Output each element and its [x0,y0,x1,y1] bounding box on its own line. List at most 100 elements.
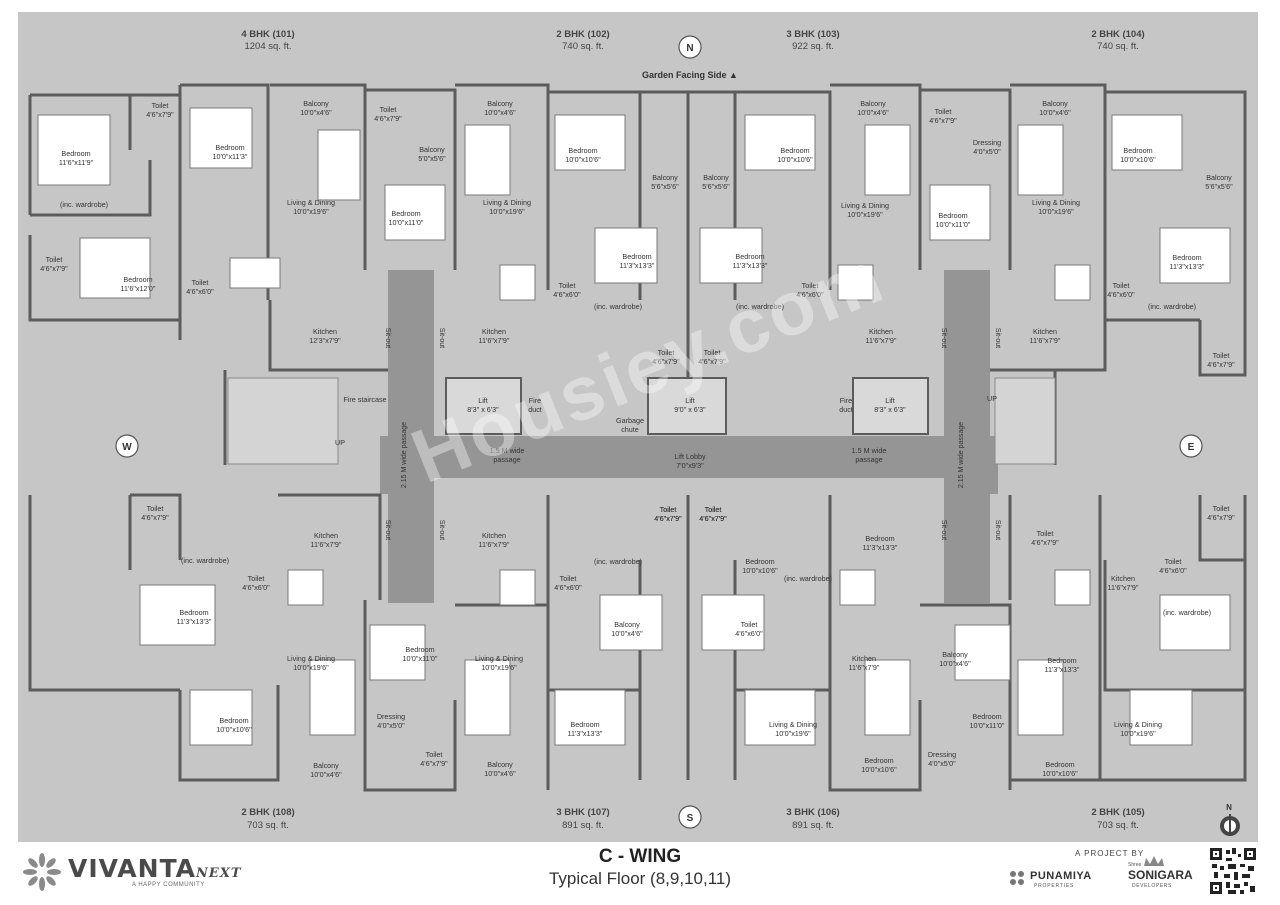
room-label-t50-line: 11'3"x13'3" [1170,262,1205,271]
room-label-t25-line: Toilet [704,348,721,357]
plan-title-block: C - WING Typical Floor (8,9,10,11) [480,846,800,889]
room-label-t84-line: Dressing [928,750,956,759]
room-label-t12-line: Toilet [192,278,209,287]
room-label-t83-line: Bedroom [972,712,1001,721]
compass-north-line: N [686,43,693,54]
room-label-t87-line: Kitchen [1111,574,1135,583]
room-label-t59-line: Toilet [248,574,265,583]
room-label-t22-line: (inc. wardrobe) [594,302,642,311]
room-label-t54-line: Toilet [1213,351,1230,360]
room-label-t39-line: 4'0"x5'0" [973,147,1001,156]
room-label-t56-line: Toilet [147,504,164,513]
room-label-t87-line: 11'6"x7'9" [1108,583,1139,592]
room-label-t62-line: Bedroom [219,716,248,725]
room-label-t5-line: Bedroom [61,149,90,158]
room-label-t17-line: 10'0"x10'6" [565,155,601,164]
room-label-t76: (inc. wardrobe) [784,574,832,583]
room-label-t88-line: 4'6"x6'0" [1159,566,1187,575]
room-label-t37-line: Balcony [860,99,886,108]
unit-name-top-line: 3 BHK (103) [786,29,839,40]
room-label-t16-line: 10'0"x4'6" [484,108,516,117]
room-label-t29-line: Lift [685,396,695,405]
room-label-t36-line: (inc. wardrobe) [736,302,784,311]
room-label-t84-line: 4'0"x5'0" [928,759,956,768]
room-label-t43-line: Kitchen [869,327,893,336]
unit-name-top: 2 BHK (102) [556,29,609,40]
room-label-t29-line: 9'0" x 6'3" [674,405,706,414]
room-label-t31-line: 1.5 M wide [490,446,525,455]
unit-name-top-line: 2 BHK (102) [556,29,609,40]
vertical-label-v8-line: Sit-out [994,520,1001,540]
brand-name: VIVANTANEXT [68,854,242,883]
room-label-t70-line: Balcony [614,620,640,629]
room-label-t14: Fire staircase [343,395,386,404]
room-label-t47-line: Bedroom [1123,146,1152,155]
room-label-t15: UP [335,438,345,447]
room-label-t33-line: Balcony [703,173,729,182]
room-label-t65-line: Dressing [377,712,405,721]
qr-code[interactable] [1208,846,1258,896]
room-label-t91-line: 10'0"x19'6" [1120,729,1156,738]
developer-logo-punamiya: PUNAMIYA PROPERTIES [1008,866,1098,892]
vertical-label-v1: Sit-out [384,328,391,348]
footer [0,843,1280,905]
garden-facing-label: Garden Facing Side ▲ [642,70,738,80]
compass-south-line: S [687,813,694,824]
room-label-t33-line: 5'6"x5'6" [702,182,730,191]
room-label-t31-line: passage [493,455,520,464]
room-label-t22: (inc. wardrobe) [594,302,642,311]
room-label-t27-line: duct [528,405,542,414]
room-label-t49-line: Living & Dining [1032,198,1080,207]
room-label-t95-line: 4'6"x7'9" [699,514,727,523]
unit-name-bottom: 2 BHK (108) [241,807,294,818]
north-arrow-letter: N [1226,803,1232,812]
room-label-t9: (inc. wardrobe) [60,200,108,209]
room-label-t1-line: 4'6"x7'9" [146,110,174,119]
room-label-t9-line: (inc. wardrobe) [60,200,108,209]
room-label-t45-line: Fire [840,396,852,405]
room-label-t75-line: Bedroom [745,557,774,566]
room-label-t44-line: 8'3" x 6'3" [874,405,906,414]
room-label-t63-line: Balcony [313,761,339,770]
unit-name-top: 2 BHK (104) [1091,29,1144,40]
room-label-t46-line: Balcony [1042,99,1068,108]
room-label-t16-line: Balcony [487,99,513,108]
room-label-t18-line: Balcony [652,173,678,182]
room-label-t68-line: Toilet [560,574,577,583]
room-label-t62-line: 10'0"x10'6" [216,725,252,734]
room-label-t21-line: Toilet [559,281,576,290]
room-label-t94-line: Toilet [660,505,677,514]
room-label-t78-line: Bedroom [865,534,894,543]
room-label-t94-line: 4'6"x7'9" [654,514,682,523]
room-label-t52-line: (inc. wardrobe) [1148,302,1196,311]
north-arrow-icon [1220,814,1240,836]
room-label-t59-line: 4'6"x6'0" [242,583,270,592]
room-label-t73-line: (inc. wardrobe) [594,557,642,566]
unit-name-bottom: 3 BHK (106) [786,807,839,818]
unit-name-bottom: 2 BHK (105) [1091,807,1144,818]
room-label-t36: (inc. wardrobe) [736,302,784,311]
project-by-label: A PROJECT BY [1075,849,1145,858]
brand-logo: VIVANTANEXT A HAPPY COMMUNITY [22,852,252,896]
compass-north: N [686,43,693,54]
